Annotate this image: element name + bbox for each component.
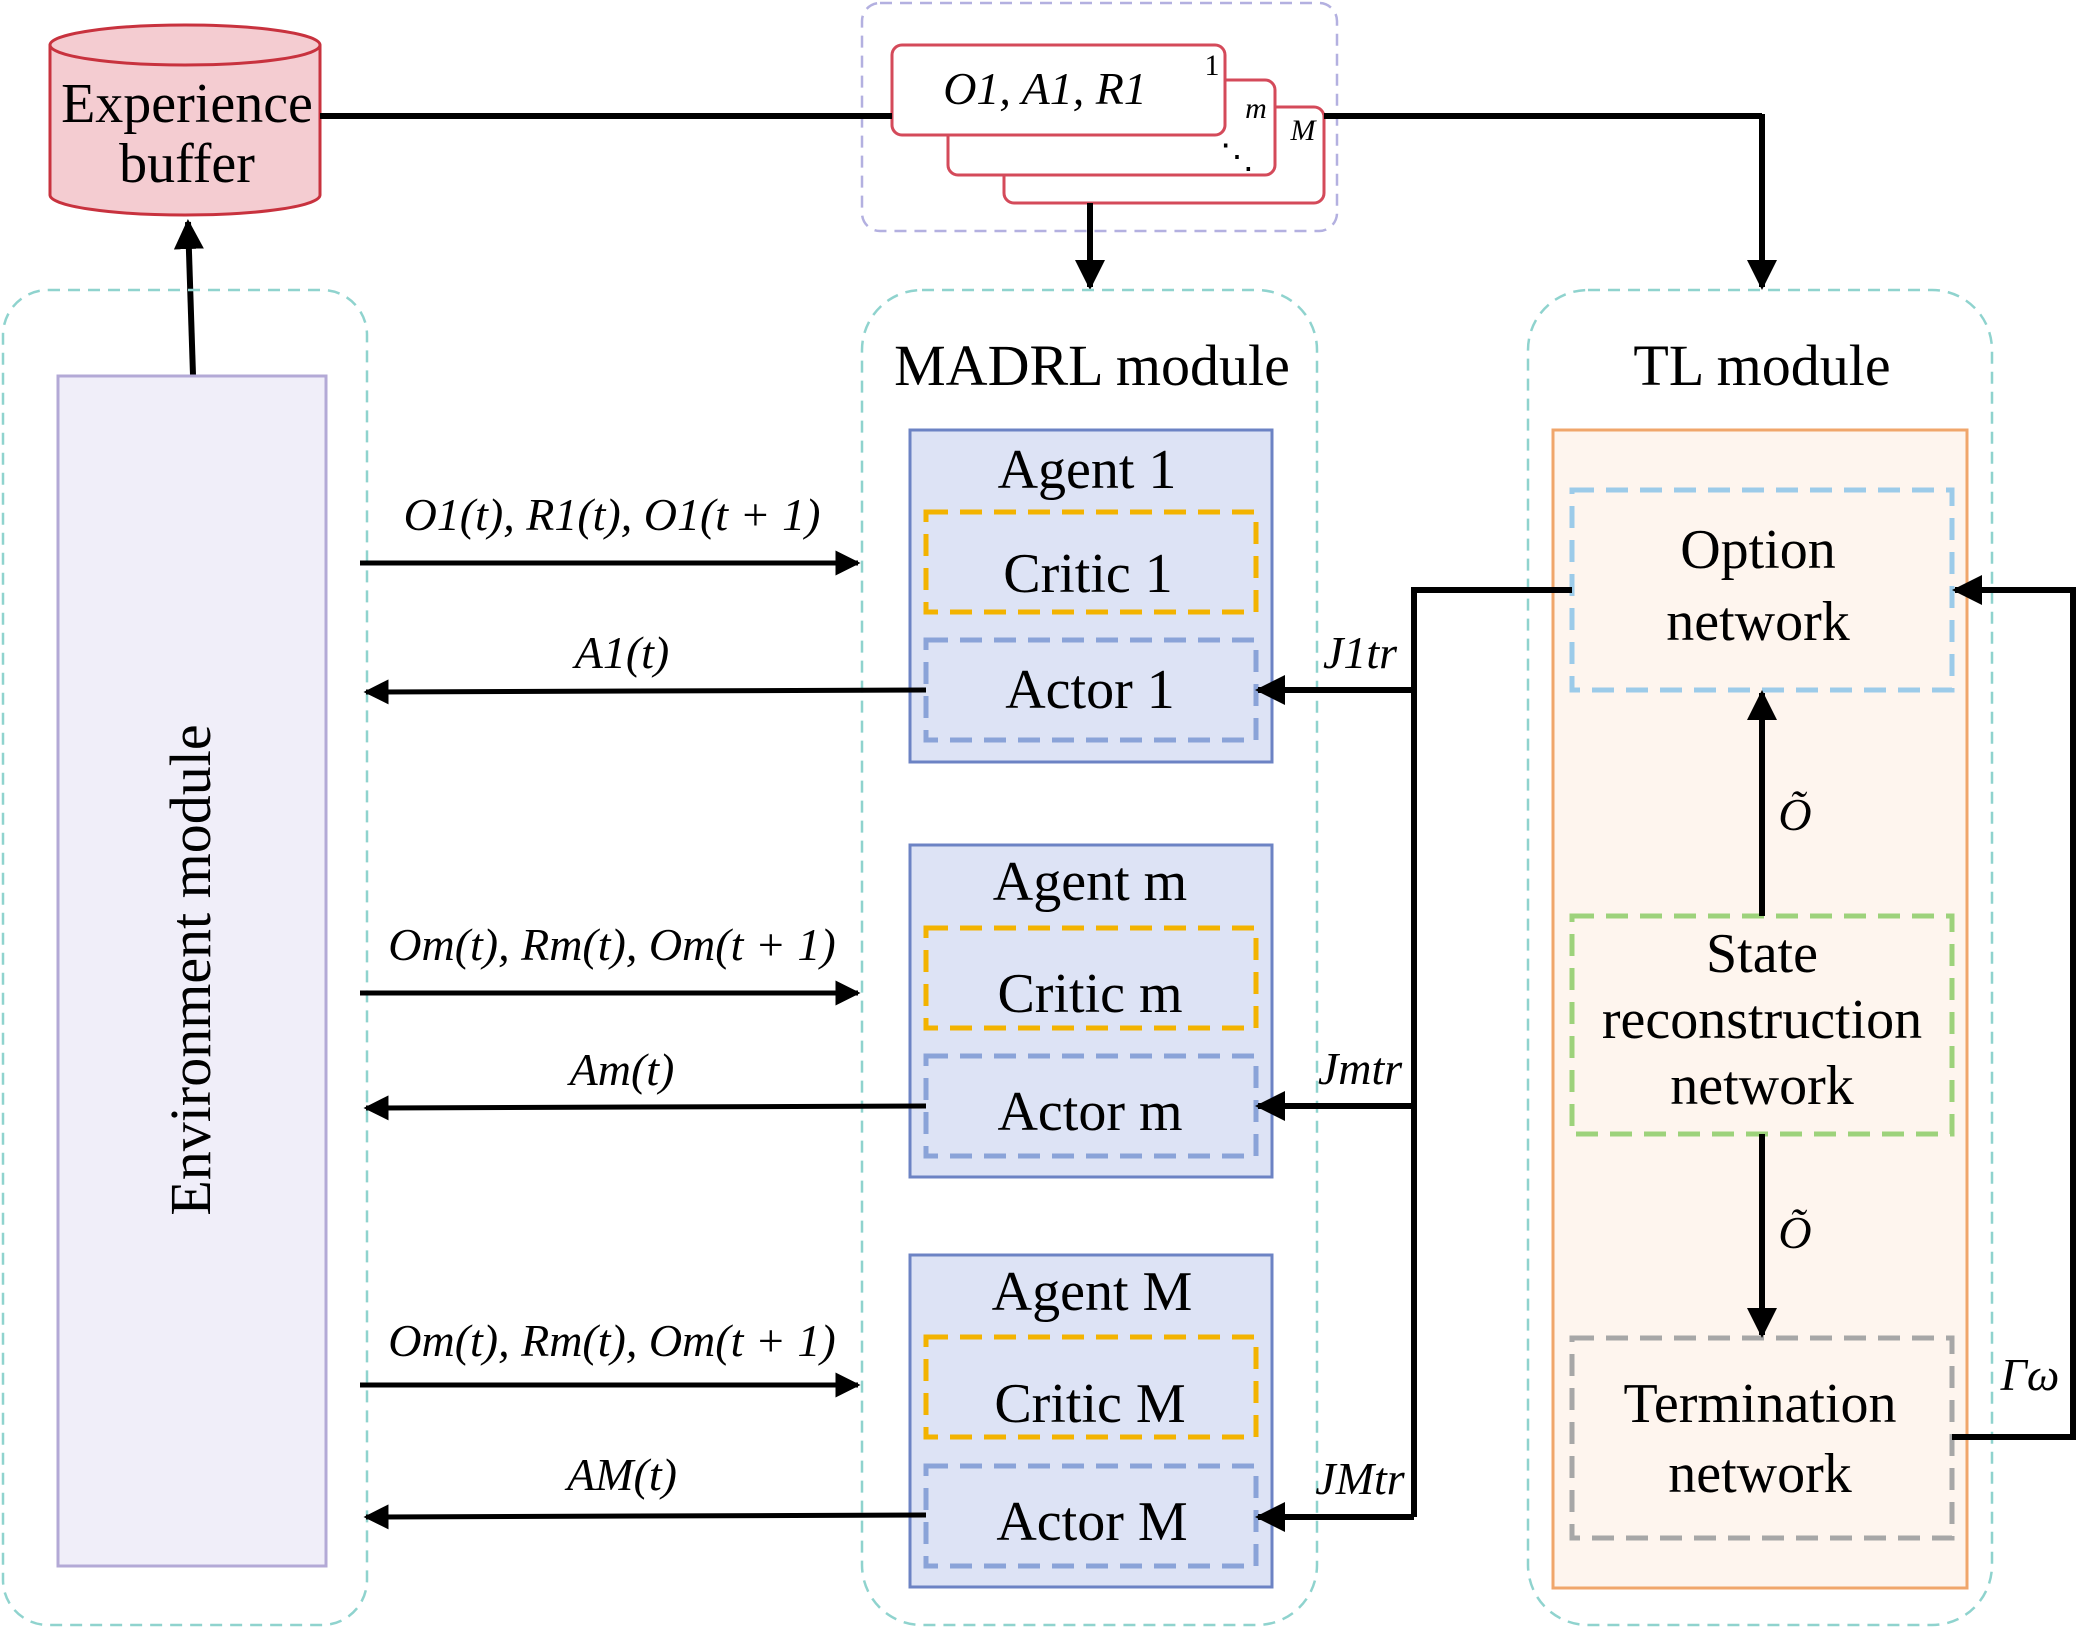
gamma-label: Γω	[2000, 1349, 2060, 1400]
option-to-actors	[1255, 587, 1572, 1532]
state-network-line1: State	[1706, 923, 1818, 985]
tl-module: TL module Option network State reconstru…	[1526, 288, 1994, 1627]
critic-1: Critic 1	[1003, 543, 1173, 605]
actor-M: Actor M	[996, 1491, 1187, 1553]
experience-buffer-line1: Experience	[61, 73, 313, 135]
actor-m: Actor m	[997, 1081, 1182, 1143]
agent-1-title: Agent 1	[998, 439, 1177, 501]
agent-M: Agent M Critic M Actor M	[908, 1253, 1274, 1589]
obs-label-M: Om(t), Rm(t), Om(t + 1)	[388, 1315, 836, 1366]
obs-label-m: Om(t), Rm(t), Om(t + 1)	[388, 919, 836, 970]
sample-tag-m: m	[1245, 92, 1267, 125]
obs-label-1: O1(t), R1(t), O1(t + 1)	[404, 489, 821, 540]
tl-title: TL module	[1633, 333, 1890, 398]
experience-buffer-line2: buffer	[119, 133, 255, 195]
termination-network-line2: network	[1668, 1443, 1852, 1505]
critic-M: Critic M	[994, 1373, 1185, 1435]
env-agent-arrows	[360, 550, 927, 1530]
madrl-module: MADRL module	[860, 288, 1319, 1627]
agent-m-title: Agent m	[993, 851, 1187, 913]
option-network-line2: network	[1666, 591, 1850, 653]
experience-buffer: Experience buffer	[48, 23, 322, 217]
sample-tag-1: 1	[1205, 49, 1220, 82]
actor-1: Actor 1	[1005, 659, 1175, 721]
tr-label-M: JMtr	[1315, 1453, 1406, 1504]
agent-1: Agent 1 Critic 1 Actor 1	[908, 428, 1274, 764]
tl-arrows	[1747, 575, 2076, 1440]
agent-M-title: Agent M	[992, 1261, 1193, 1323]
critic-m: Critic m	[997, 963, 1182, 1025]
act-label-M: AM(t)	[564, 1449, 677, 1500]
tilde-o-upper: Õ	[1778, 789, 1811, 840]
tilde-o-lower: Õ	[1778, 1207, 1811, 1258]
sample-tag-M: M	[1290, 114, 1318, 147]
act-label-1: A1(t)	[572, 627, 670, 678]
tr-label-m: Jmtr	[1318, 1043, 1403, 1094]
state-network-line3: network	[1670, 1055, 1854, 1117]
sample-stack: O1, A1, R1 1 m M ⋱	[860, 1, 1339, 233]
tr-label-1: J1tr	[1323, 627, 1398, 678]
environment-label: Environment module	[158, 724, 223, 1215]
termination-network-line1: Termination	[1624, 1373, 1897, 1435]
state-network-line2: reconstruction	[1602, 989, 1922, 1051]
option-network-line1: Option	[1680, 519, 1836, 581]
environment-module: Environment module	[1, 288, 369, 1627]
buffer-connectors	[173, 113, 1777, 376]
act-label-m: Am(t)	[567, 1044, 675, 1095]
agent-m: Agent m Critic m Actor m	[908, 843, 1274, 1179]
sample-dots: ⋱	[1220, 139, 1254, 176]
sample-stack-label: O1, A1, R1	[943, 63, 1147, 114]
madrl-title: MADRL module	[894, 333, 1290, 398]
